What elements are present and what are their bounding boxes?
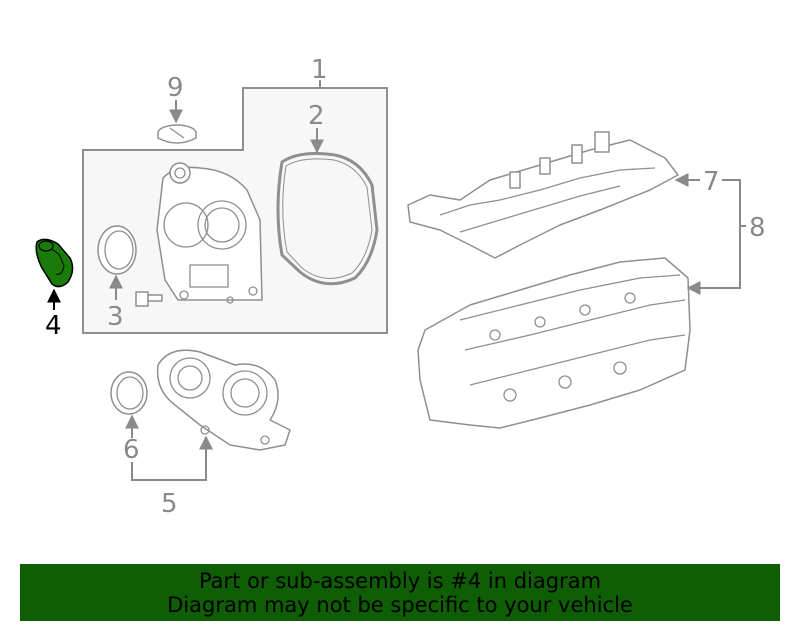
callout-9: 9: [167, 73, 184, 103]
round-seal[interactable]: [97, 225, 137, 275]
callout-7: 7: [703, 167, 720, 197]
callout-1: 1: [311, 55, 328, 85]
banner-line-2: Diagram may not be specific to your vehi…: [167, 592, 633, 617]
callout-8: 8: [749, 213, 766, 243]
part-9-cap[interactable]: [157, 124, 197, 144]
part-2-gasket[interactable]: [276, 152, 379, 286]
part-5-housing[interactable]: [156, 349, 291, 451]
parts-diagram: 1 2 3 4 5 6 7 8 9: [35, 55, 766, 519]
banner-line-1: Part or sub-assembly is #4 in diagram: [198, 568, 602, 593]
part-3-sensor[interactable]: [135, 291, 163, 307]
callout-4: 4: [45, 311, 62, 341]
callout-5: 5: [161, 489, 178, 519]
callout-3: 3: [107, 302, 124, 332]
part-4-highlighted[interactable]: [35, 238, 74, 288]
leader-5: [131, 435, 213, 481]
callout-6: 6: [123, 435, 140, 465]
leader-8: [686, 179, 741, 295]
part-7-upper[interactable]: [407, 131, 679, 259]
info-banner: Part or sub-assembly is #4 in diagram Di…: [20, 564, 780, 621]
callout-2: 2: [308, 101, 325, 131]
front-cover[interactable]: [156, 162, 263, 304]
cylinder-head[interactable]: [417, 257, 691, 429]
part-6-seal[interactable]: [110, 371, 148, 415]
